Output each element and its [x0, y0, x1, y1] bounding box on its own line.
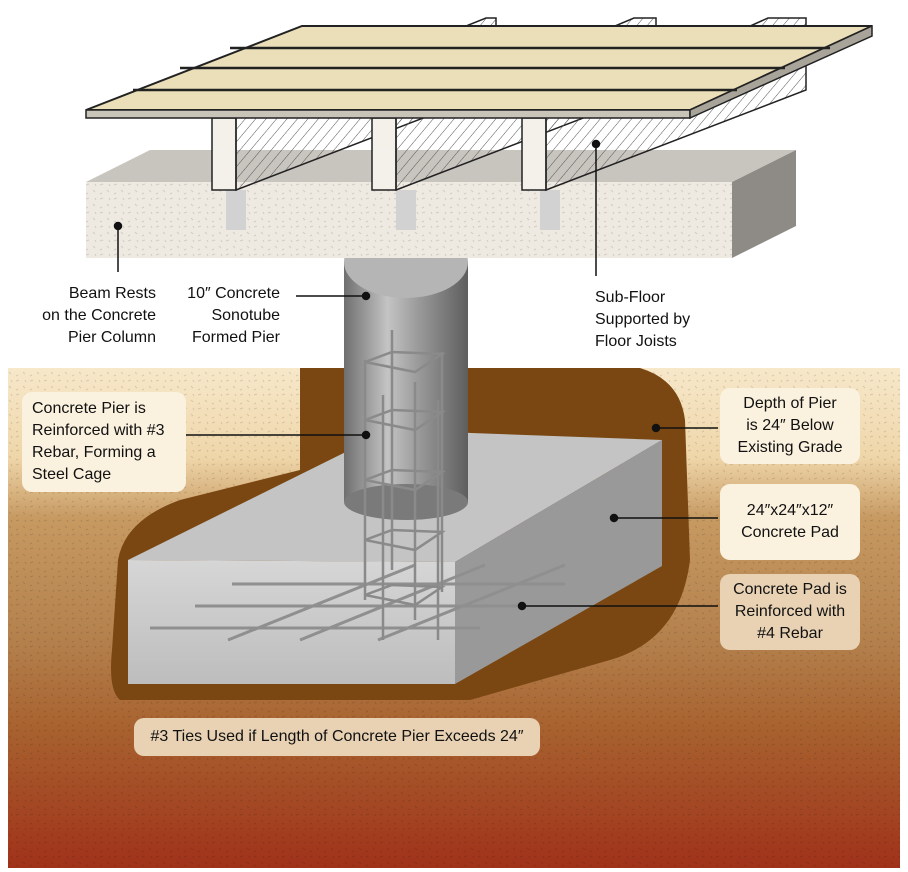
subfloor-label: Sub-Floor Supported by Floor Joists	[595, 289, 691, 350]
concrete-pad-side	[455, 440, 662, 684]
concrete-pad-front	[128, 560, 455, 684]
sonotube-pier	[344, 226, 468, 520]
sonotube-label: 10″ Concrete Sonotube Formed Pier	[187, 285, 280, 346]
ties-callout: #3 Ties Used if Length of Concrete Pier …	[134, 718, 540, 756]
pier-rebar-cage	[363, 330, 446, 640]
leader-lines	[113, 139, 718, 611]
beam-rests-label: Beam Rests on the Concrete Pier Column	[42, 285, 156, 346]
pad-reinforced-callout: Concrete Pad is Reinforced with #4 Rebar	[720, 574, 860, 650]
pier-reinforced-callout: Concrete Pier is Reinforced with #3 Reba…	[22, 392, 186, 492]
pad-size-callout: 24″x24″x12″ Concrete Pad	[720, 484, 860, 560]
depth-callout: Depth of Pier is 24″ Below Existing Grad…	[720, 388, 860, 464]
sub-floor	[85, 24, 873, 120]
beam-support-shadow	[226, 190, 246, 230]
beam-support-shadow	[540, 190, 560, 230]
beam-support-shadow	[396, 190, 416, 230]
